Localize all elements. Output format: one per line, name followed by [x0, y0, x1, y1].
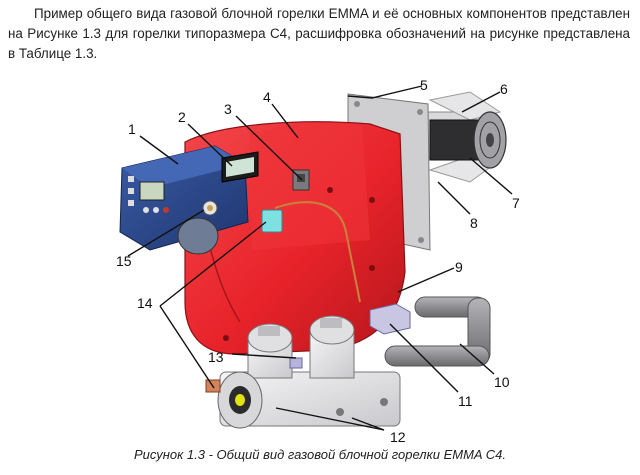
callout-1: 1 [128, 121, 136, 137]
callout-6: 6 [500, 81, 508, 97]
junction-box [261, 209, 283, 233]
burner-figure: 1 2 3 4 5 6 7 8 9 10 11 12 13 14 15 [0, 72, 640, 446]
ignition-connector [202, 200, 218, 216]
callout-10: 10 [494, 374, 510, 390]
display-panel [221, 151, 259, 183]
callout-15: 15 [116, 253, 132, 269]
callout-9: 9 [455, 259, 463, 275]
callout-5: 5 [420, 77, 428, 93]
gas-pressure-switch [369, 303, 411, 335]
figure-caption: Рисунок 1.3 - Общий вид газовой блочной … [134, 447, 506, 462]
callout-labels: 1 2 3 4 5 6 7 8 9 10 11 12 13 14 15 [116, 77, 520, 445]
callout-12: 12 [390, 429, 406, 445]
callout-8: 8 [470, 215, 478, 231]
callout-7: 7 [512, 195, 520, 211]
callout-13: 13 [208, 349, 224, 365]
intro-paragraph: Пример общего вида газовой блочной горел… [8, 6, 630, 61]
callout-2: 2 [178, 109, 186, 125]
valve-train [205, 315, 401, 429]
control-box [119, 145, 249, 255]
callout-11: 11 [458, 393, 473, 409]
callout-3: 3 [224, 101, 232, 117]
gas-pipe [384, 296, 491, 367]
leader-lines [127, 85, 513, 431]
flame-tube [419, 91, 507, 183]
burner-illustration: 1 2 3 4 5 6 7 8 9 10 11 12 13 14 15 [116, 77, 520, 445]
callout-14: 14 [137, 295, 153, 311]
callout-4: 4 [263, 89, 271, 105]
